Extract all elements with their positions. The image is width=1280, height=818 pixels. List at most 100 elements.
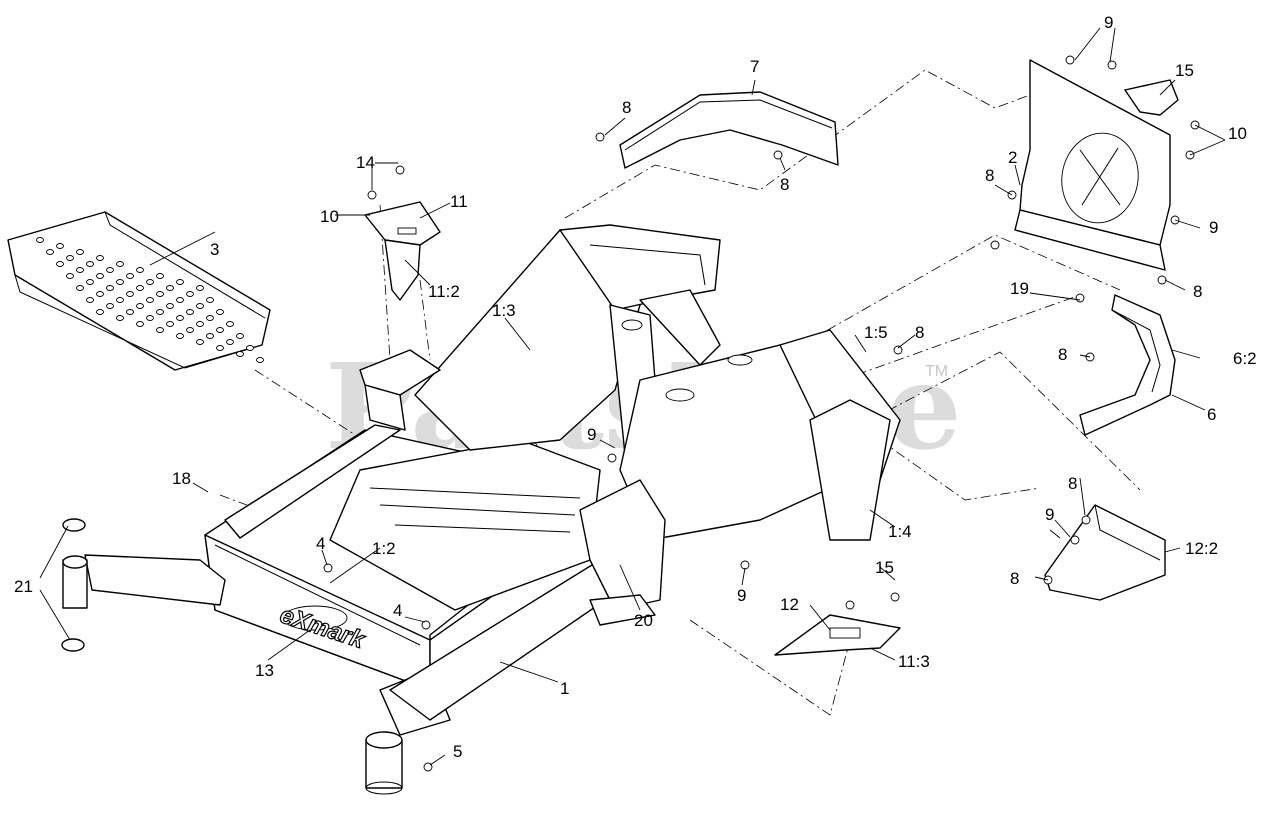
perforation-hole [206,315,214,321]
callout-8a: 8 [622,98,631,117]
perforation-hole [106,303,114,309]
rear-hood-bracket [619,91,839,169]
watermark-trademark: TM [925,363,948,380]
perforation-hole [46,249,54,255]
perforation-hole [136,267,144,273]
perforation-hole [226,339,234,345]
callout-4b: 4 [393,601,402,620]
perforation-hole [96,309,104,315]
perforation-hole [196,285,204,291]
callout-10b: 10 [1228,124,1247,143]
floor-plate [7,211,271,371]
callout-3: 3 [210,240,219,259]
callout-8c: 8 [985,166,994,185]
perforation-hole [176,297,184,303]
perforation-hole [166,303,174,309]
perforation-hole [156,291,164,297]
perforation-hole [126,291,134,297]
perforation-hole [96,273,104,279]
perforation-hole [246,345,254,351]
fastener [890,592,900,602]
callout-11-3: 11:2 [428,282,460,301]
callout-6: 6 [1207,405,1216,424]
fastener [1107,60,1117,70]
perforation-hole [196,303,204,309]
fastener [323,563,333,573]
callout-1-3: 1:3 [492,301,516,320]
perforation-hole [76,249,84,255]
fastener [1070,535,1080,545]
control-bracket [364,201,441,301]
perforation-hole [136,285,144,291]
engine-guard-plate [1014,59,1179,271]
rear-shield [1044,504,1166,601]
perforation-hole [76,285,84,291]
perforation-hole [176,333,184,339]
fastener [893,345,903,355]
perforation-hole [36,237,44,243]
callout-12: 11:3 [898,652,930,671]
perforation-hole [216,327,224,333]
callout-9e: 9 [1045,505,1054,524]
perforation-hole [186,291,194,297]
callout-15b: 15 [875,558,894,577]
fastener [595,132,605,142]
callout-22: 21 [14,577,33,596]
perforation-hole [146,315,154,321]
perforation-hole [96,255,104,261]
perforation-hole [126,273,134,279]
perforation-hole [146,297,154,303]
callout-13: 12:2 [1185,539,1218,558]
callout-1: 1 [560,679,569,698]
perforation-hole [66,273,74,279]
callout-6-2: 6:2 [1233,349,1257,368]
callout-11-2: 11 [450,192,468,211]
fastener [367,190,377,200]
callout-12-2: 12 [780,595,799,614]
callout-11: 10 [320,207,339,226]
fastener [773,150,783,160]
perforation-hole [216,309,224,315]
callout-21: 20 [634,611,653,630]
perforation-hole [226,321,234,327]
fastener [395,165,405,175]
callout-7: 7 [750,57,759,76]
perforation-hole [206,297,214,303]
perforation-hole [116,279,124,285]
fastener [845,600,855,610]
callout-labels: 1 1:2 1:3 1:4 1:5 2 3 4 4 5 6 6:2 7 8 8 … [14,13,1257,761]
perforation-hole [126,309,134,315]
callout-8d: 8 [1193,282,1202,301]
fastener [421,620,431,630]
perforation-hole [86,279,94,285]
fastener [1065,55,1075,65]
fastener [990,240,1000,250]
callout-8b: 8 [780,175,789,194]
callout-5: 5 [453,742,462,761]
perforation-hole [186,309,194,315]
perforation-hole [186,327,194,333]
leader-lines [39,27,1226,766]
perforation-hole [146,279,154,285]
perforation-hole [116,261,124,267]
fastener [740,560,750,570]
callout-9a: 8 [915,323,924,342]
perforation-hole [176,315,184,321]
perforation-hole [236,333,244,339]
perforation-hole [66,255,74,261]
perforation-hole [86,297,94,303]
fastener [607,453,617,463]
fastener [1081,515,1091,525]
callout-8f: 8 [1068,474,1077,493]
perforation-hole [216,345,224,351]
callout-9b: 9 [1209,218,1218,237]
perforation-hole [196,339,204,345]
perforation-hole [156,273,164,279]
callout-15a: 14 [356,153,375,172]
callout-20: 19 [1010,279,1029,298]
fastener [1157,275,1167,285]
perforation-hole [106,285,114,291]
perforation-hole [166,321,174,327]
perforation-hole [166,285,174,291]
